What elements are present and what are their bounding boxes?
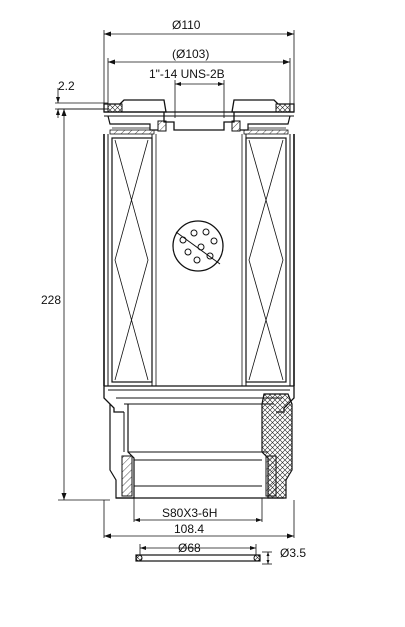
dimension-outer-diameter: Ø110 bbox=[103, 18, 295, 112]
oring-detail: Ø68 Ø3.5 bbox=[135, 541, 306, 565]
core-perforation-detail bbox=[172, 220, 224, 272]
bottom-width-label: 108.4 bbox=[174, 522, 204, 536]
top-thread-label: 1"-14 UNS-2B bbox=[149, 67, 225, 81]
inner-diameter-label: (Ø103) bbox=[172, 47, 209, 61]
oring-section-label: Ø3.5 bbox=[280, 546, 306, 560]
oring-diameter-label: Ø68 bbox=[178, 541, 201, 555]
dimension-overall-height: 228 bbox=[41, 108, 110, 501]
dimension-bottom-thread: S80X3-6H bbox=[133, 498, 263, 522]
flange-thickness-label: 2.2 bbox=[58, 79, 75, 93]
overall-height-label: 228 bbox=[41, 293, 61, 307]
dimension-inner-diameter: (Ø103) bbox=[107, 47, 291, 112]
top-end-cap bbox=[103, 99, 295, 135]
filter-body bbox=[103, 134, 295, 386]
outer-diameter-label: Ø110 bbox=[172, 18, 201, 32]
bottom-thread-label: S80X3-6H bbox=[162, 506, 217, 520]
bottom-end-cap bbox=[103, 385, 295, 499]
dimension-top-thread: 1"-14 UNS-2B bbox=[149, 67, 225, 118]
dimension-bottom-width: 108.4 bbox=[103, 500, 295, 539]
